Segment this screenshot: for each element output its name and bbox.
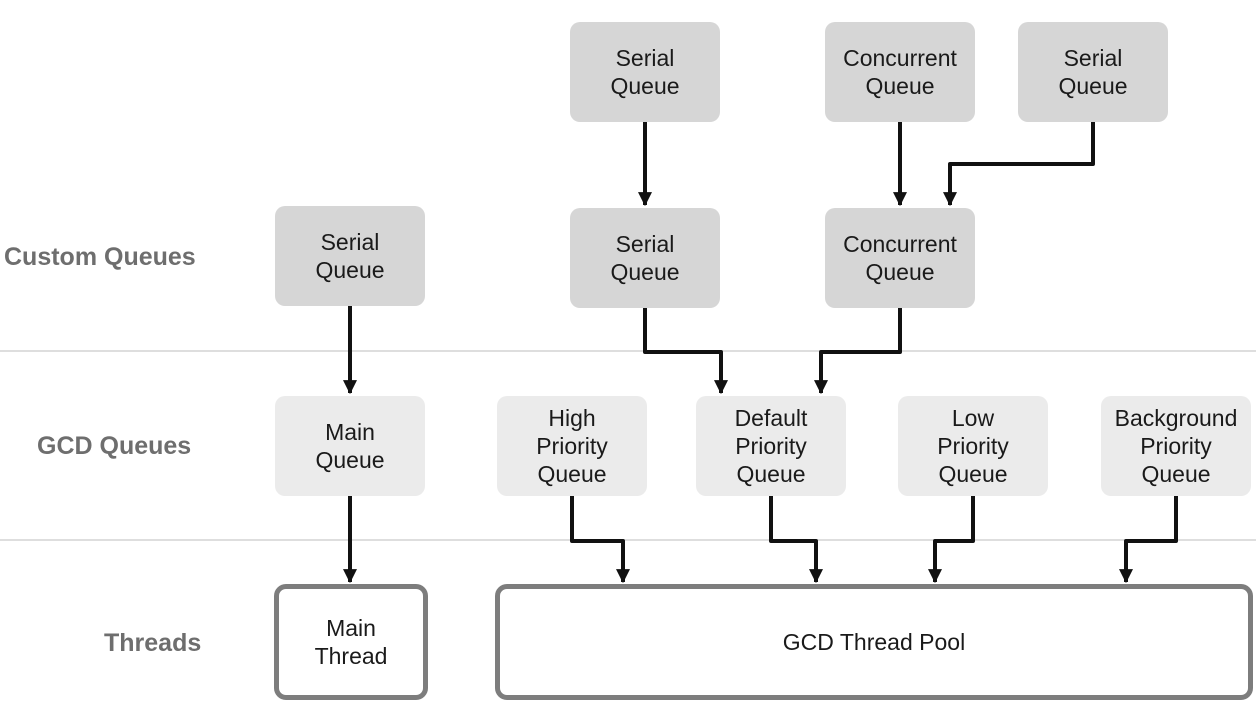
gcd-default-priority-queue: Default Priority Queue (696, 396, 846, 496)
gcd-background-priority-queue: Background Priority Queue (1101, 396, 1251, 496)
arrow-default-to-pool (769, 495, 823, 584)
arrow-high-to-pool (570, 495, 630, 584)
arrow-mid-serial-to-default (643, 306, 728, 395)
custom-concurrent-queue-mid: Concurrent Queue (825, 208, 975, 308)
arrow-top-serial2-to-mid-concurrent (943, 122, 1095, 207)
custom-serial-queue-mid: Serial Queue (570, 208, 720, 308)
custom-serial-queue-top-1: Serial Queue (570, 22, 720, 122)
row-label-gcd-queues: GCD Queues (37, 432, 192, 460)
divider-custom-gcd (0, 350, 1256, 352)
arrow-background-to-pool (1119, 495, 1178, 584)
custom-serial-queue-left: Serial Queue (275, 206, 425, 306)
custom-serial-queue-top-2: Serial Queue (1018, 22, 1168, 122)
gcd-main-queue: Main Queue (275, 396, 425, 496)
main-thread: Main Thread (274, 584, 428, 700)
arrow-mid-concurrent-to-default (814, 306, 902, 395)
divider-gcd-threads (0, 539, 1256, 541)
gcd-thread-pool: GCD Thread Pool (495, 584, 1253, 700)
arrow-low-to-pool (928, 495, 975, 584)
row-label-custom-queues: Custom Queues (4, 243, 196, 271)
gcd-low-priority-queue: Low Priority Queue (898, 396, 1048, 496)
row-label-threads: Threads (104, 629, 202, 657)
custom-concurrent-queue-top: Concurrent Queue (825, 22, 975, 122)
gcd-high-priority-queue: High Priority Queue (497, 396, 647, 496)
